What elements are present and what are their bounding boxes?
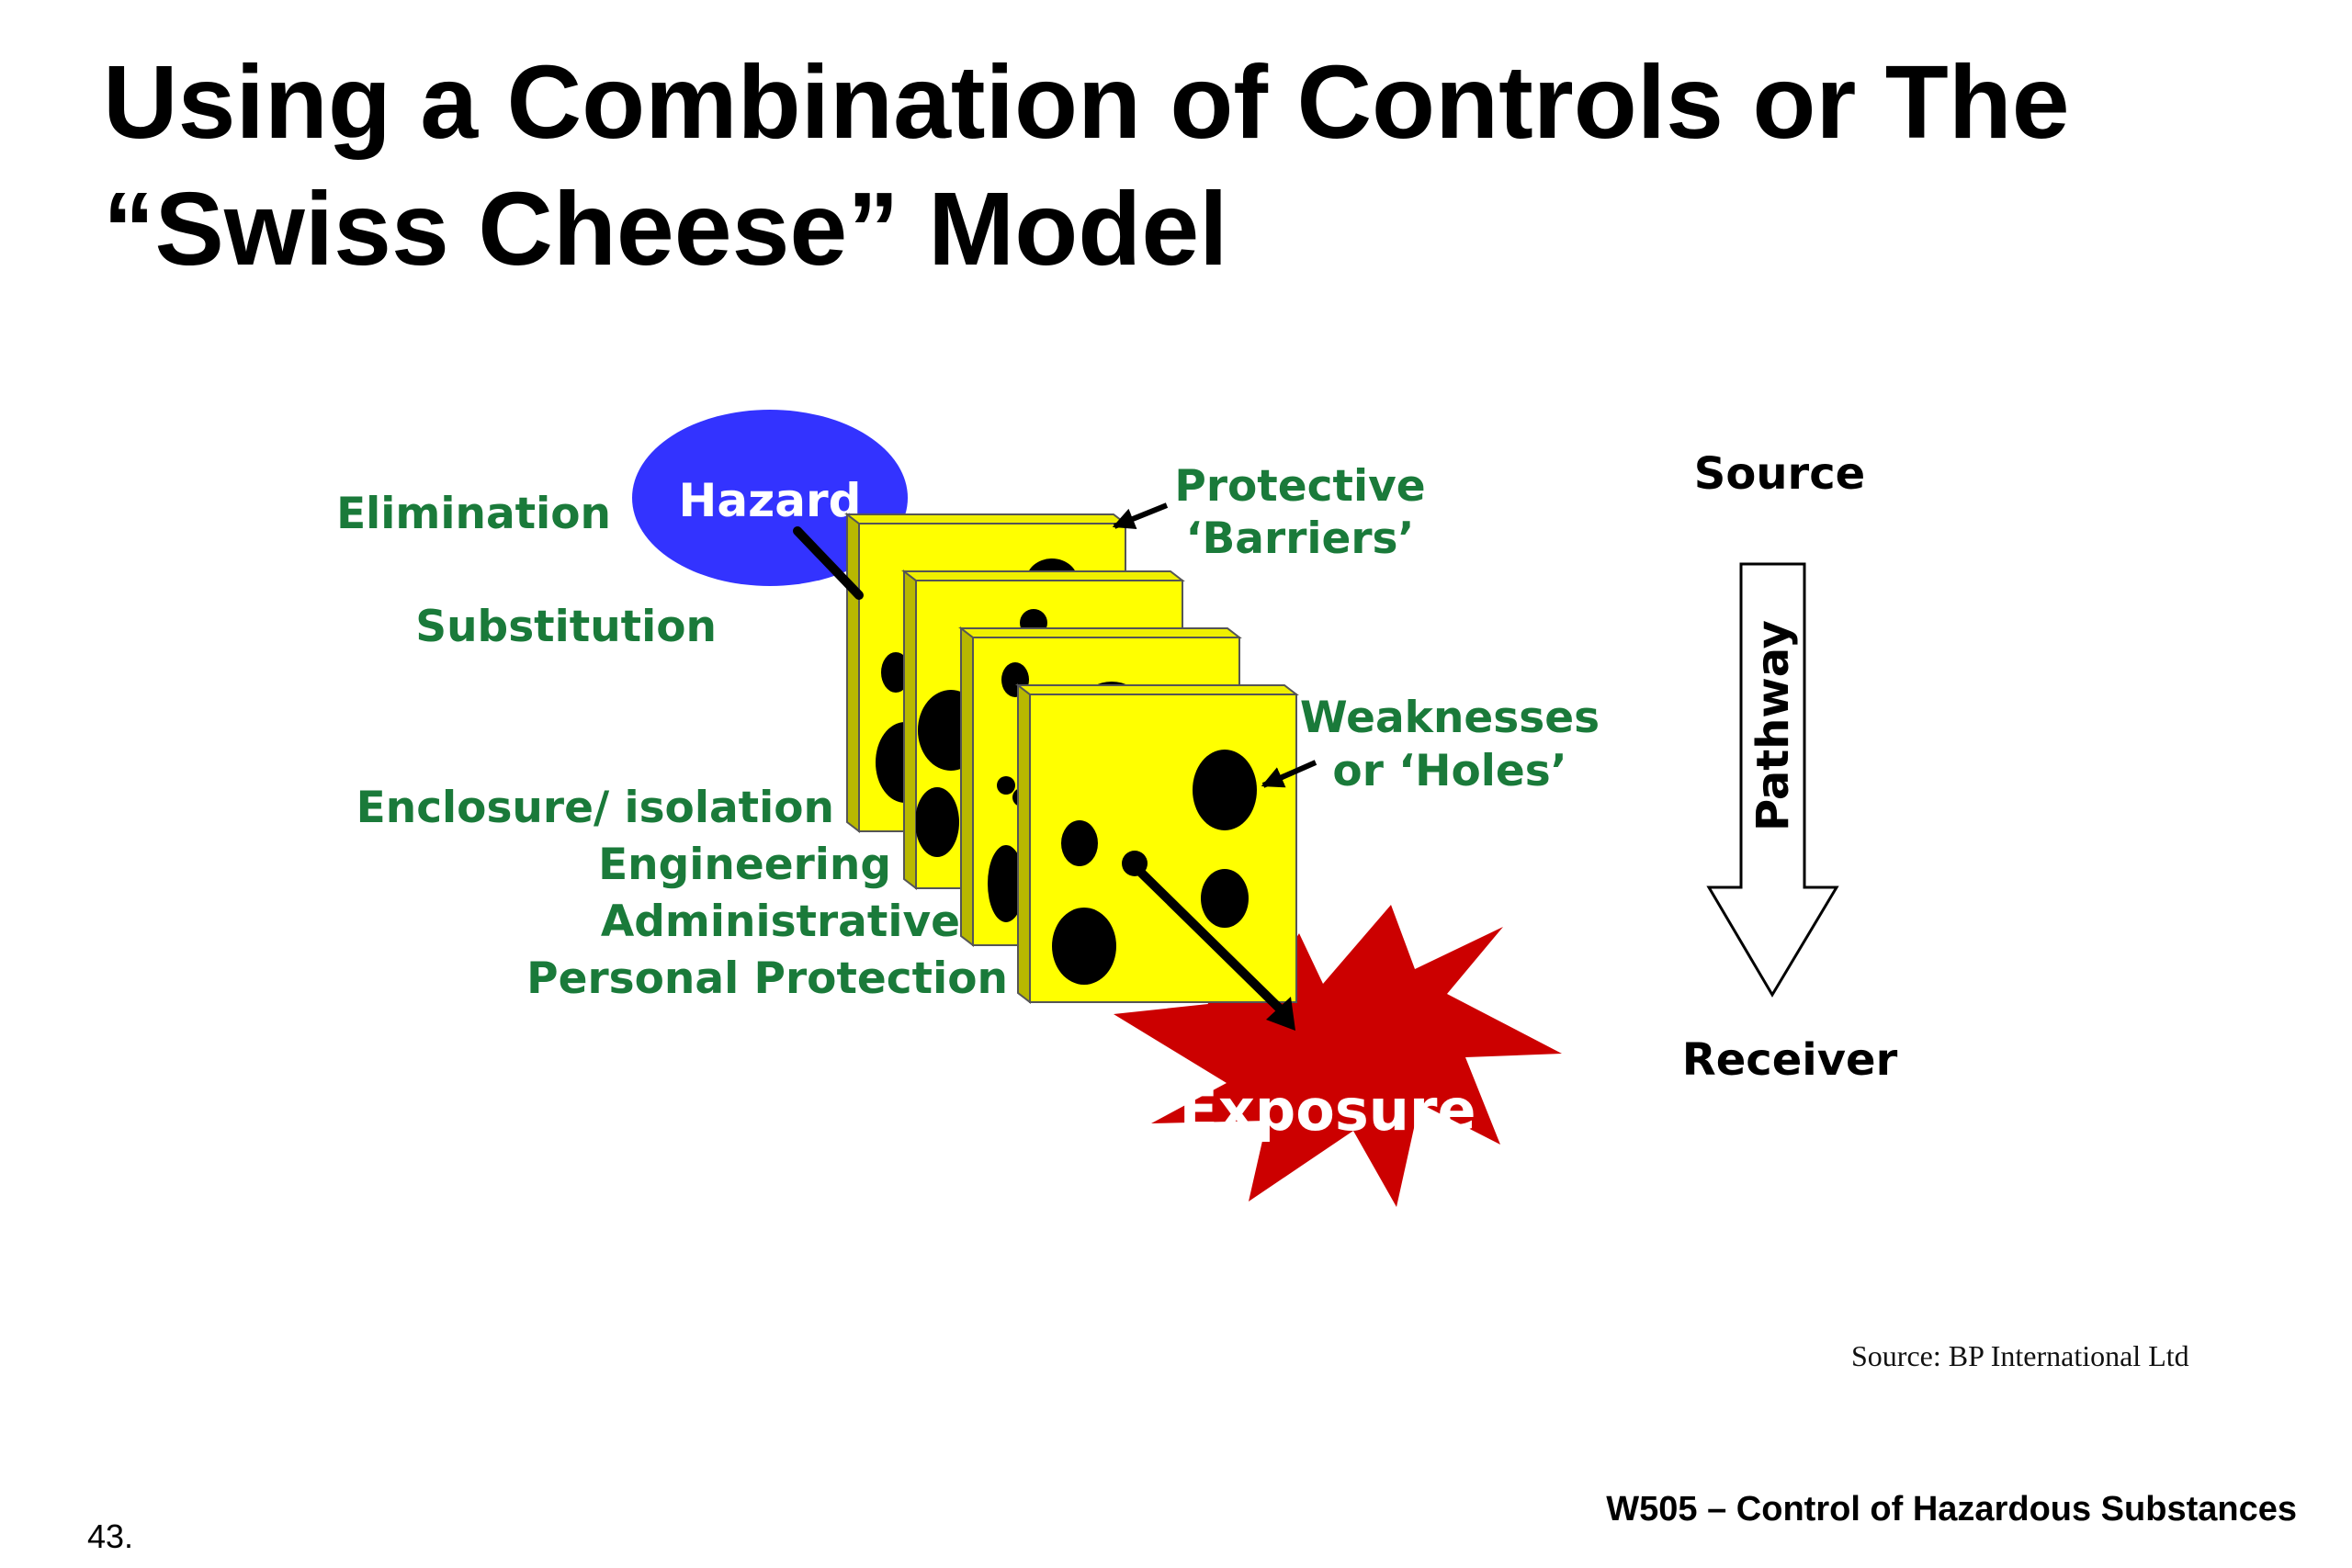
pathway-arrowhead — [1266, 997, 1295, 1031]
control-label-enclosure: Enclosure/ isolation — [356, 783, 834, 833]
pathway-label: Pathway — [1747, 620, 1799, 831]
control-label-engineering: Engineering — [598, 840, 891, 890]
hole — [988, 845, 1024, 922]
hazard-ellipse — [632, 410, 908, 586]
hole — [997, 776, 1015, 795]
hazard-node: Hazard — [632, 410, 908, 586]
hole — [1052, 908, 1116, 985]
weaknesses-label-line-1: Weaknesses — [1300, 693, 1600, 743]
slide-title: Using a Combination of Controls or The “… — [103, 39, 2234, 292]
protective-label-line-1: Protective — [1174, 461, 1425, 512]
receiver-label: Receiver — [1682, 1034, 1898, 1086]
control-label-administrative: Administrative — [601, 897, 960, 947]
course-title: W505 – Control of Hazardous Substances — [1606, 1490, 2297, 1529]
source-credit: Source: BP International Ltd — [1851, 1339, 2189, 1372]
barrier-pointer-arrow — [1112, 502, 1169, 530]
hole-pointer-arrow — [1261, 760, 1317, 788]
source-label: Source — [1694, 448, 1865, 500]
pathway-line — [1136, 867, 1290, 1019]
page-number: 43. — [87, 1517, 134, 1555]
exposure-label: Exposure — [1180, 1077, 1476, 1144]
title-line-2: “Swiss Cheese” Model — [103, 171, 1228, 287]
title-line-1: Using a Combination of Controls or The — [103, 44, 2070, 160]
protective-label-line-2: ‘Barriers’ — [1186, 513, 1415, 564]
barrier-4 — [1015, 682, 1299, 1005]
pathway-line-entry — [793, 526, 864, 600]
hole — [1061, 820, 1098, 866]
hole — [916, 787, 959, 857]
control-label-elimination: Elimination — [336, 489, 611, 539]
pathway-down-arrow — [1706, 562, 1839, 998]
hazard-label: Hazard — [679, 474, 862, 527]
weaknesses-label-line-2: or ‘Holes’ — [1332, 746, 1566, 796]
control-label-substitution: Substitution — [415, 602, 717, 652]
control-label-personal-protection: Personal Protection — [526, 953, 1008, 1004]
hole — [1193, 750, 1257, 830]
control-hierarchy-labels: Elimination Substitution Enclosure/ isol… — [336, 489, 1008, 1004]
hole — [1201, 869, 1249, 928]
